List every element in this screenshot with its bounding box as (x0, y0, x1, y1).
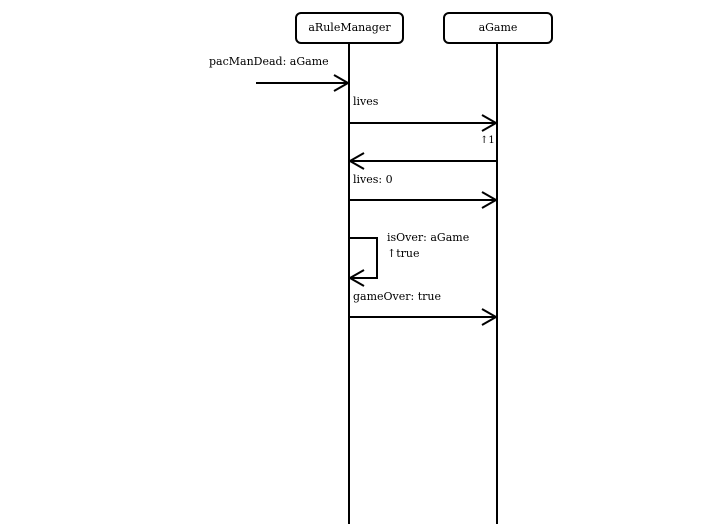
label-game-over: gameOver: true (353, 290, 442, 303)
arrow-lives-set (349, 191, 499, 209)
label-lives-set: lives: 0 (353, 173, 393, 186)
label-lives: lives (353, 95, 379, 108)
label-pacmandead: pacManDead: aGame (209, 55, 329, 68)
arrow-pacmandead (256, 74, 351, 92)
object-game: aGame (443, 12, 553, 44)
label-is-over-return: ↑true (387, 247, 420, 260)
label-lives-return: ↑1 (480, 135, 495, 146)
arrow-is-over-self (347, 237, 378, 287)
arrow-lives-return (347, 152, 497, 170)
arrow-lives (349, 114, 499, 132)
object-rule-manager: aRuleManager (295, 12, 404, 44)
arrow-game-over (349, 308, 499, 326)
label-is-over-call: isOver: aGame (387, 231, 470, 244)
